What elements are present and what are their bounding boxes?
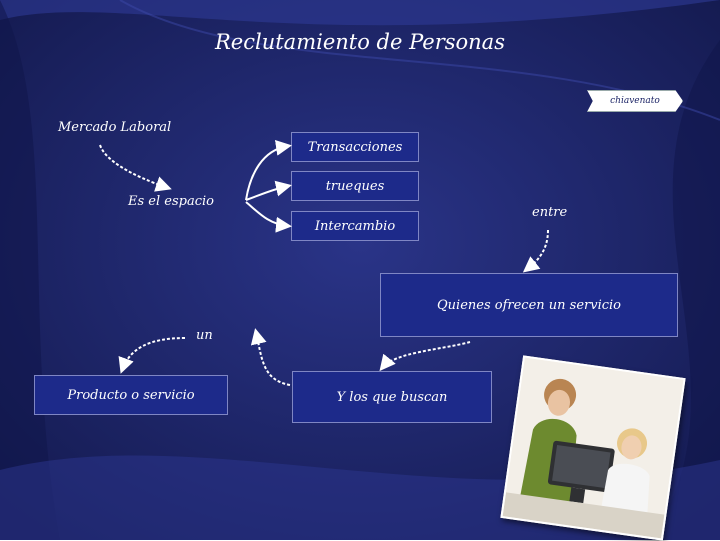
arrow-buscan-to-un [250,328,291,386]
arrow-ofrecen-to-buscan [379,341,471,372]
arrow-to-transacciones [245,139,292,201]
box-producto-servicio: Producto o servicio [34,375,228,415]
box-trueques: trueques [291,171,419,201]
box-quienes-ofrecen: Quienes ofrecen un servicio [380,273,678,337]
box-transacciones: Transacciones [291,132,419,162]
arrow-entre-to-ofrecen [522,229,549,273]
arrow-mercado-to-espacio [99,144,172,192]
arrow-un-to-producto [118,337,186,374]
arrow-to-intercambio [245,201,292,233]
arrow-to-trueques [245,180,292,201]
box-los-que-buscan: Y los que buscan [292,371,492,423]
label-mercado-laboral: Mercado Laboral [58,120,172,135]
label-es-el-espacio: Es el espacio [128,194,214,209]
office-photo-image [502,357,684,539]
source-badge: chiavenato [587,90,683,112]
label-entre: entre [532,205,568,220]
label-un: un [196,328,213,343]
office-photo [500,355,686,541]
slide-title: Reclutamiento de Personas [215,30,505,54]
